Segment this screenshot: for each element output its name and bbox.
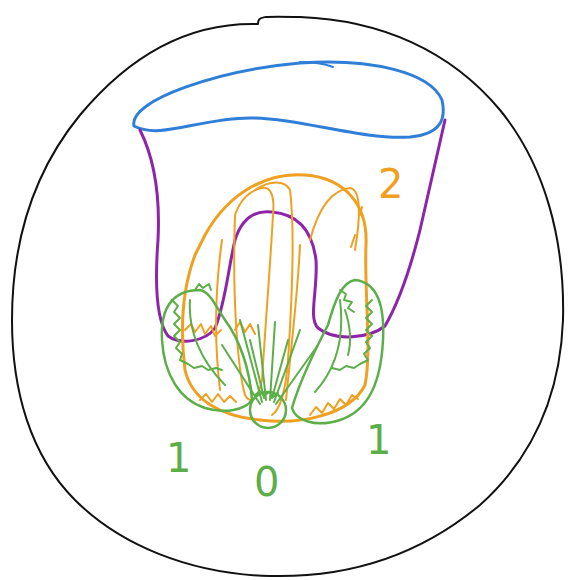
- callout-number: 0: [254, 462, 279, 502]
- orange-zigzag: [235, 322, 255, 334]
- orange-zigzag: [200, 394, 236, 402]
- orange-stroke: [286, 245, 300, 400]
- green-shape: [162, 290, 252, 411]
- green-zigzag: [255, 391, 278, 397]
- callout-number: 1: [366, 420, 391, 460]
- orange-stroke: [351, 207, 362, 247]
- green-fan: [222, 320, 318, 404]
- blue-stroke: [300, 62, 333, 67]
- green-stroke: [190, 300, 341, 392]
- green-zigzag: [172, 300, 222, 370]
- callout-number: 1: [166, 438, 191, 478]
- green-stroke: [345, 310, 350, 355]
- orange-zigzag: [185, 324, 221, 336]
- outer-outline: [12, 17, 563, 577]
- orange-zigzag: [310, 395, 358, 415]
- green-zigzag: [195, 284, 211, 290]
- blue-band: [134, 62, 444, 137]
- callout-number: 2: [378, 164, 403, 204]
- green-zigzag: [332, 290, 372, 370]
- orange-stroke: [310, 188, 359, 250]
